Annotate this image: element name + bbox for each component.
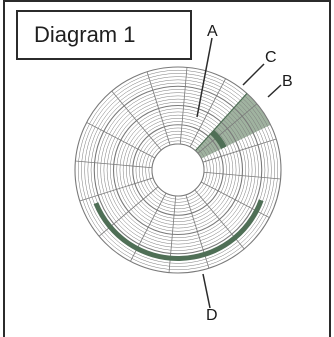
track-ring	[106, 98, 250, 242]
track-ring	[110, 102, 246, 238]
sector-divider	[79, 177, 154, 202]
sector-divider	[202, 138, 277, 163]
track-highlight	[93, 199, 264, 261]
track-ring	[103, 95, 253, 245]
sector-divider	[179, 67, 188, 145]
spindle-hole	[151, 143, 205, 197]
track-ring	[135, 127, 221, 213]
label-a: A	[207, 23, 218, 40]
sector-divider	[146, 71, 171, 146]
label-b: B	[282, 73, 293, 90]
sector-divider	[86, 122, 156, 159]
sector-divider	[203, 171, 281, 180]
sector-divider	[111, 90, 162, 151]
track-ring	[142, 134, 214, 206]
track-ring	[148, 140, 208, 200]
sector-divider	[197, 103, 258, 154]
track-ring	[145, 137, 211, 203]
disk-highlights	[93, 93, 264, 261]
track-ring	[122, 114, 234, 226]
track-ring	[93, 85, 263, 255]
track-ring	[112, 104, 244, 236]
sector-divider	[189, 78, 226, 148]
track-ring	[100, 92, 256, 248]
track-ring	[116, 108, 240, 232]
track-ring	[97, 89, 259, 251]
track-ring	[129, 121, 227, 219]
track-ring	[119, 111, 237, 229]
diagram-title: Diagram 1	[16, 10, 192, 60]
track-ring	[74, 66, 282, 274]
label-d: D	[206, 307, 218, 324]
label-c: C	[265, 49, 277, 66]
track-ring	[84, 76, 272, 264]
pointer-line-b	[267, 84, 282, 98]
pointer-line-d	[202, 273, 211, 309]
pointer-line-c	[242, 63, 265, 86]
pointer-line-a	[196, 37, 213, 118]
track-ring	[132, 124, 224, 216]
track-ring	[77, 69, 279, 271]
track-sector-highlight	[210, 129, 227, 149]
track-ring	[126, 118, 230, 222]
sector-divider	[75, 160, 153, 169]
track-ring	[138, 130, 218, 210]
track-ring	[81, 73, 275, 267]
